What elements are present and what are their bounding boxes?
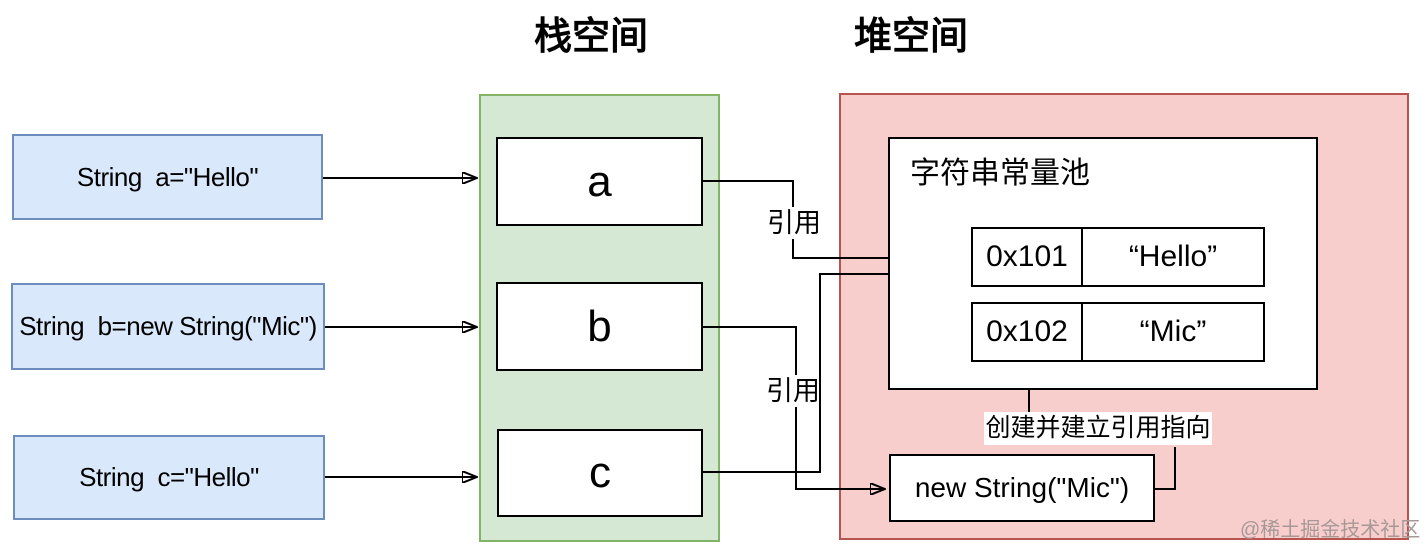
code-box-string-c: String c="Hello" <box>13 435 325 520</box>
pool-row-0x101: 0x101 “Hello” <box>971 227 1265 287</box>
heap-region-title: 堆空间 <box>853 16 968 58</box>
stack-var-box-a: a <box>496 137 703 226</box>
watermark-text: @稀土掘金技术社区 <box>1240 519 1421 541</box>
stack-var-box-c: c <box>497 429 703 517</box>
pool-value-cell: “Mic” <box>1139 315 1207 348</box>
string-constant-pool-title: 字符串常量池 <box>910 157 1090 190</box>
pool-address-cell: 0x102 <box>973 304 1083 360</box>
new-string-object-box: new String("Mic") <box>889 454 1155 522</box>
reference-label-top: 引用 <box>767 207 821 239</box>
reference-label-bottom: 引用 <box>766 375 820 407</box>
stack-var-box-b: b <box>496 282 703 371</box>
code-box-string-b: String b=new String("Mic") <box>11 283 325 370</box>
stack-region-title: 栈空间 <box>533 16 648 58</box>
pool-address-cell: 0x101 <box>973 229 1083 285</box>
code-box-string-a: String a="Hello" <box>12 134 323 220</box>
create-reference-label: 创建并建立引用指向 <box>984 412 1212 445</box>
pool-value-cell: “Hello” <box>1128 240 1218 273</box>
pool-row-0x102: 0x102 “Mic” <box>971 302 1265 362</box>
